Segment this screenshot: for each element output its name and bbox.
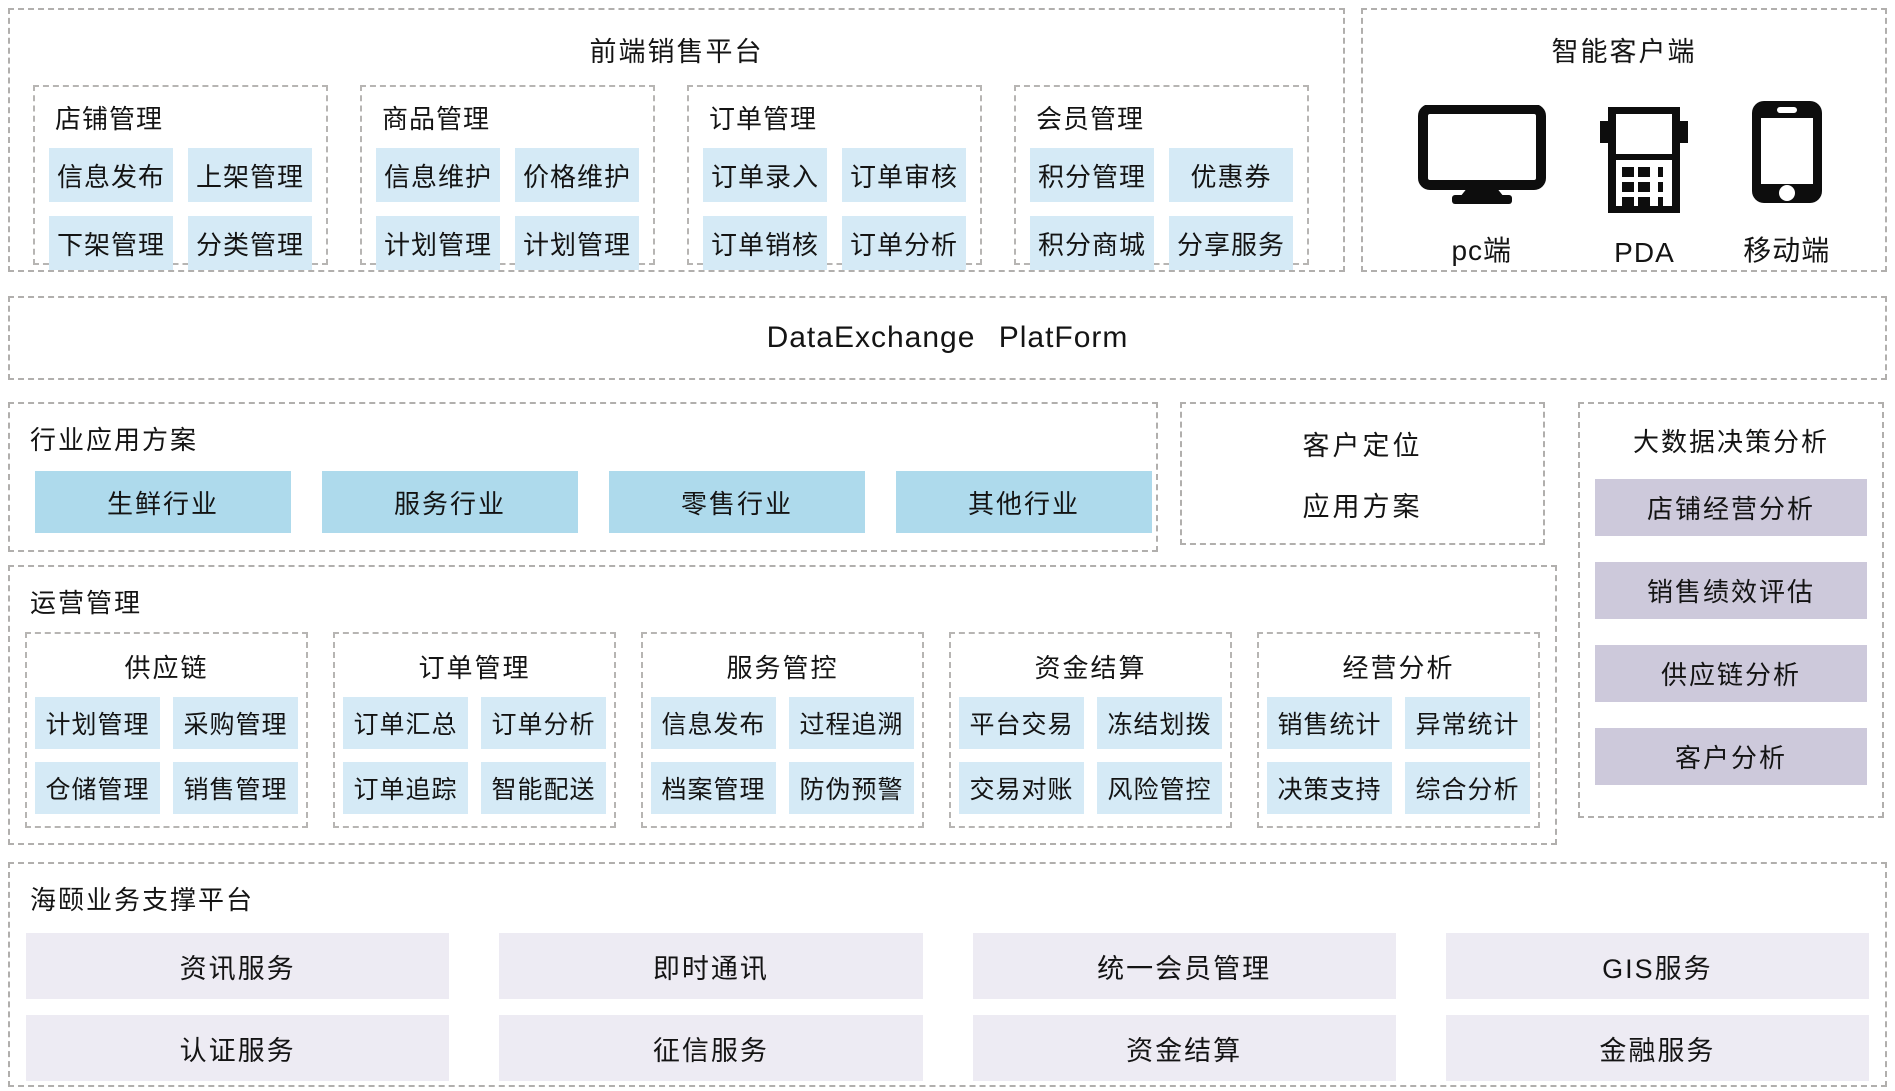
group-order-management: 订单管理 订单录入 订单审核 订单销核 订单分析 [687, 85, 982, 270]
group-title: 经营分析 [1342, 653, 1455, 683]
module-chip: 订单审核 [842, 148, 966, 202]
module-chip: 过程追溯 [789, 697, 914, 749]
device-mobile: 移动端 [1743, 99, 1830, 269]
module-chip: 采购管理 [173, 697, 298, 749]
module-chip: 订单追踪 [343, 762, 468, 814]
group-title: 服务管控 [726, 653, 839, 683]
ops-group-service-control: 服务管控 信息发布 过程追溯 档案管理 防伪预警 [641, 632, 924, 828]
operations-title: 运营管理 [30, 588, 143, 618]
industry-item: 生鲜行业 [35, 471, 291, 533]
module-chip: 销售统计 [1267, 697, 1392, 749]
module-chip: 综合分析 [1405, 762, 1530, 814]
industry-item: 服务行业 [322, 471, 578, 533]
analysis-chip: 供应链分析 [1595, 645, 1867, 702]
group-title: 资金结算 [1034, 653, 1147, 683]
group-goods-management: 商品管理 信息维护 价格维护 计划管理 计划管理 [360, 85, 655, 270]
module-chip: 智能配送 [481, 762, 606, 814]
module-chip: 订单汇总 [343, 697, 468, 749]
ops-group-order-management: 订单管理 订单汇总 订单分析 订单追踪 智能配送 [333, 632, 616, 828]
module-chip: 交易对账 [959, 762, 1084, 814]
device-label: 移动端 [1743, 235, 1831, 266]
module-chip: 积分商城 [1030, 216, 1154, 270]
smart-client-box: 智能客户端 pc端 [1361, 8, 1887, 272]
module-chip: 异常统计 [1405, 697, 1530, 749]
data-exchange-title: DataExchange PlatForm [766, 321, 1129, 354]
data-exchange-platform-box: DataExchange PlatForm [8, 296, 1887, 380]
module-chip: 分享服务 [1169, 216, 1293, 270]
support-service-bar: 即时通讯 [499, 933, 923, 999]
ops-group-supply-chain: 供应链 计划管理 采购管理 仓储管理 销售管理 [25, 632, 308, 828]
module-chip: 分类管理 [188, 216, 312, 270]
frontend-title: 前端销售平台 [589, 37, 764, 67]
module-chip: 订单分析 [481, 697, 606, 749]
device-label: PDA [1614, 237, 1675, 268]
group-title: 供应链 [124, 653, 209, 683]
module-chip: 订单录入 [703, 148, 827, 202]
ops-group-fund-settlement: 资金结算 平台交易 冻结划拨 交易对账 风险管控 [949, 632, 1232, 828]
module-chip: 冻结划拨 [1097, 697, 1222, 749]
module-chip: 上架管理 [188, 148, 312, 202]
support-service-bar: 征信服务 [499, 1015, 923, 1081]
group-member-management: 会员管理 积分管理 优惠券 积分商城 分享服务 [1014, 85, 1309, 270]
bigdata-analysis-box: 大数据决策分析 店铺经营分析 销售绩效评估 供应链分析 客户分析 [1578, 402, 1884, 818]
industry-title: 行业应用方案 [30, 425, 199, 455]
group-title: 会员管理 [1036, 104, 1145, 134]
module-chip: 仓储管理 [35, 762, 160, 814]
industry-item: 其他行业 [896, 471, 1152, 533]
customer-positioning-line1: 客户定位 [1302, 430, 1423, 461]
clients-title: 智能客户端 [1551, 37, 1697, 67]
analysis-chip: 销售绩效评估 [1595, 562, 1867, 619]
bigdata-title: 大数据决策分析 [1632, 427, 1829, 457]
industry-item: 零售行业 [609, 471, 865, 533]
group-title: 店铺管理 [55, 104, 164, 134]
module-chip: 优惠券 [1169, 148, 1293, 202]
module-chip: 下架管理 [49, 216, 173, 270]
module-chip: 信息发布 [49, 148, 173, 202]
module-chip: 风险管控 [1097, 762, 1222, 814]
customer-positioning-box: 客户定位 应用方案 [1180, 402, 1545, 545]
support-service-bar: 资金结算 [972, 1015, 1396, 1081]
smartphone-icon [1750, 99, 1824, 205]
module-chip: 订单销核 [703, 216, 827, 270]
support-service-bar: 资讯服务 [26, 933, 450, 999]
analysis-chip: 店铺经营分析 [1595, 479, 1867, 536]
pda-icon [1600, 107, 1689, 213]
module-chip: 防伪预警 [789, 762, 914, 814]
analysis-chip: 客户分析 [1595, 728, 1867, 785]
device-pc: pc端 [1417, 99, 1546, 269]
module-chip: 价格维护 [515, 148, 639, 202]
module-chip: 档案管理 [651, 762, 776, 814]
ops-group-business-analysis: 经营分析 销售统计 异常统计 决策支持 综合分析 [1257, 632, 1540, 828]
support-service-bar: 认证服务 [26, 1015, 450, 1081]
module-chip: 计划管理 [35, 697, 160, 749]
operations-management-box: 运营管理 供应链 计划管理 采购管理 仓储管理 销售管理 订单管理 订单汇总 订… [8, 565, 1557, 845]
support-platform-box: 海颐业务支撑平台 资讯服务 即时通讯 统一会员管理 GIS服务 认证服务 征信服… [8, 862, 1887, 1087]
frontend-sales-platform-box: 前端销售平台 店铺管理 信息发布 上架管理 下架管理 分类管理 商品管理 信息维… [8, 8, 1345, 272]
support-service-bar: 金融服务 [1445, 1015, 1869, 1081]
module-chip: 信息维护 [376, 148, 500, 202]
module-chip: 计划管理 [376, 216, 500, 270]
group-title: 订单管理 [709, 104, 818, 134]
support-service-bar: 统一会员管理 [972, 933, 1396, 999]
support-service-bar: GIS服务 [1445, 933, 1869, 999]
desktop-icon [1417, 99, 1546, 205]
module-chip: 平台交易 [959, 697, 1084, 749]
module-chip: 决策支持 [1267, 762, 1392, 814]
device-label: pc端 [1451, 235, 1513, 266]
module-chip: 订单分析 [842, 216, 966, 270]
industry-solutions-box: 行业应用方案 生鲜行业 服务行业 零售行业 其他行业 [8, 402, 1158, 552]
module-chip: 信息发布 [651, 697, 776, 749]
frontend-groups: 店铺管理 信息发布 上架管理 下架管理 分类管理 商品管理 信息维护 价格维护 … [10, 85, 1343, 270]
module-chip: 销售管理 [173, 762, 298, 814]
support-title: 海颐业务支撑平台 [30, 885, 255, 915]
group-title: 商品管理 [382, 104, 491, 134]
customer-positioning-line2: 应用方案 [1302, 491, 1423, 522]
module-chip: 积分管理 [1030, 148, 1154, 202]
group-title: 订单管理 [418, 653, 531, 683]
device-pda: PDA [1600, 107, 1689, 269]
module-chip: 计划管理 [515, 216, 639, 270]
group-shop-management: 店铺管理 信息发布 上架管理 下架管理 分类管理 [33, 85, 328, 270]
